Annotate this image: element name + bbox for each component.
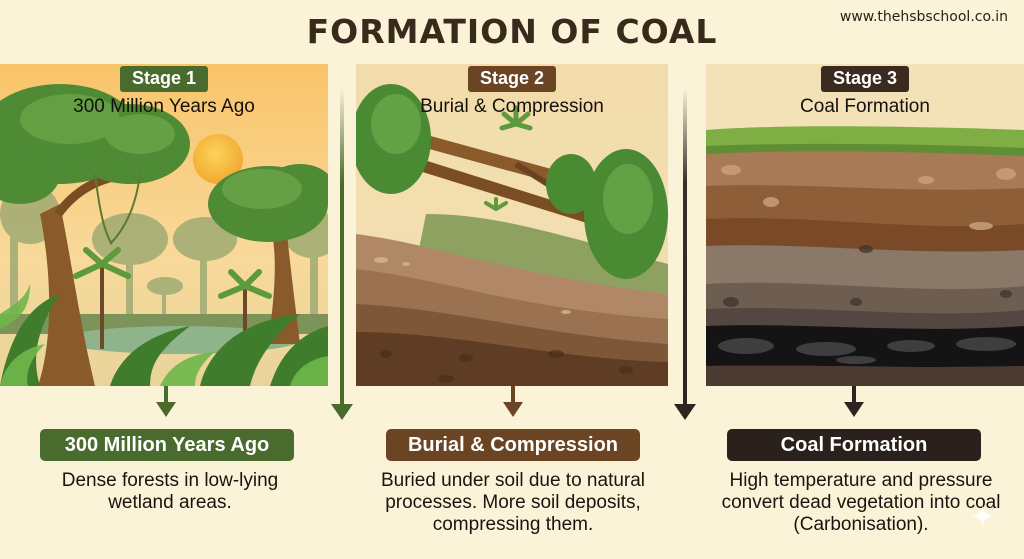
arrow-down-icon — [331, 404, 353, 420]
description-line: compressing them. — [432, 514, 594, 535]
stage-3-label: Coal Formation — [727, 429, 981, 461]
stage-3-drop-arrow — [844, 386, 864, 420]
stage-3-panel: Stage 3 Coal Formation — [706, 64, 1024, 386]
stage-3-badge: Stage 3 — [820, 66, 910, 92]
sparkle-icon: ✦ — [970, 501, 996, 534]
description-line: processes. More soil deposits, — [385, 492, 641, 513]
description-line: wetland areas. — [108, 492, 232, 513]
arrow-down-icon — [156, 402, 176, 417]
stage-2-badge: Stage 2 — [467, 66, 557, 92]
website-url[interactable]: www.thehsbschool.co.in — [839, 9, 1008, 25]
connector-arrow-stage1-to-stage2 — [331, 88, 353, 420]
description-line: (Carbonisation). — [793, 514, 929, 535]
stage-1-drop-arrow — [156, 386, 176, 420]
description-line: convert dead vegetation into coal — [721, 492, 1001, 513]
stage-2-description: Buried under soil due to natural process… — [358, 470, 668, 536]
stage-1-badge: Stage 1 — [119, 66, 209, 92]
stage-1-label: 300 Million Years Ago — [40, 429, 294, 461]
stage-1-description: Dense forests in low-lying wetland areas… — [20, 470, 320, 514]
stage-2-panel: Stage 2 Burial & Compression — [356, 64, 668, 386]
description-line: High temperature and pressure — [729, 470, 993, 491]
stage-3-subtitle: Coal Formation — [800, 96, 930, 117]
connector-arrow-stage2-to-stage3 — [674, 88, 696, 420]
description-line: Buried under soil due to natural — [380, 470, 646, 491]
sun-icon — [193, 134, 243, 184]
arrow-down-icon — [844, 402, 864, 417]
stage-2-label: Burial & Compression — [386, 429, 640, 461]
stage-2-drop-arrow — [503, 386, 523, 420]
arrow-down-icon — [674, 404, 696, 420]
stage-3-description: High temperature and pressure convert de… — [696, 470, 1024, 536]
soil-layers-coal-illustration — [706, 64, 1024, 386]
prehistoric-forest-illustration — [0, 64, 328, 386]
stage-2-subtitle: Burial & Compression — [420, 96, 604, 117]
description-line: Dense forests in low-lying — [61, 470, 279, 491]
fallen-trees-burial-illustration — [356, 64, 668, 386]
stage-1-subtitle: 300 Million Years Ago — [73, 96, 255, 117]
page-title: FORMATION OF COAL — [306, 12, 718, 51]
arrow-down-icon — [503, 402, 523, 417]
stage-1-panel: Stage 1 300 Million Years Ago — [0, 64, 328, 386]
